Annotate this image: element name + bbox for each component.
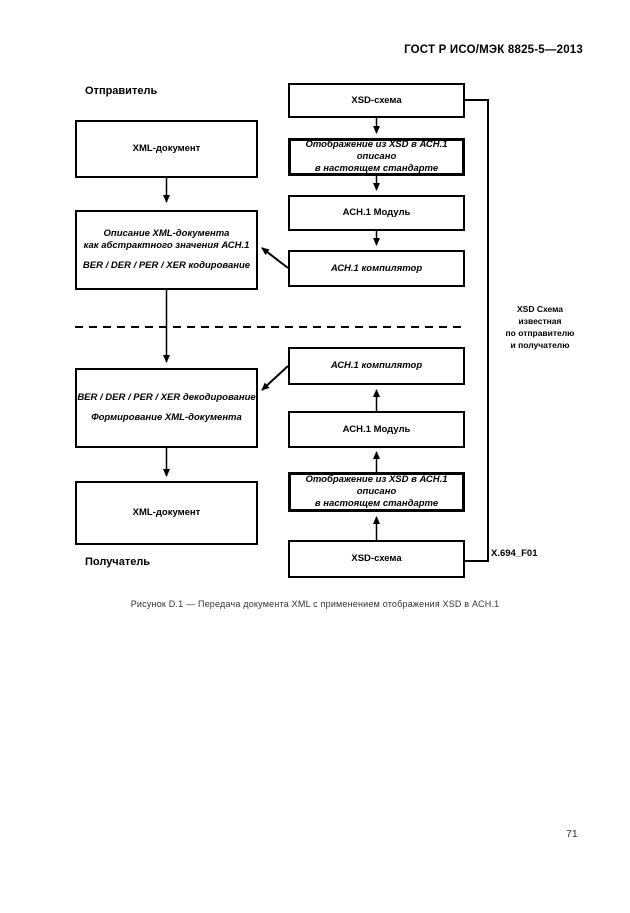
note-line: и получателю [510,340,570,350]
xsd-schema-known-note: XSD Схема известная по отправителю и пол… [487,303,593,351]
asn1-module-box-receiver: АСН.1 Модуль [288,411,465,448]
box-label: XML-документ [132,507,201,518]
box-label: АСН.1 Модуль [342,207,411,218]
description-encoding-box: Описание XML-документа как абстрактного … [75,210,258,290]
arrow-compiler-to-decode-diagonal [261,365,289,391]
box-label: XSD-схема [351,553,402,564]
box-line: BER / DER / PER / XER кодирование [82,260,251,271]
asn1-module-box-sender: АСН.1 Модуль [288,195,465,231]
box-line: в настоящем стандарте [314,498,439,509]
box-label: XML-документ [132,143,201,154]
xsd-to-asn1-mapping-box-receiver: Отображение из XSD в АСН.1 описано в нас… [288,472,465,512]
figure-reference-code: X.694_F01 [491,548,538,559]
xml-document-box-sender: XML-документ [75,120,258,178]
box-label: АСН.1 Модуль [342,423,411,435]
xsd-shared-connector-line [465,99,489,562]
box-label: АСН.1 компилятор [330,262,423,274]
receiver-label: Получатель [85,556,151,568]
box-label: XSD-схема [351,94,402,106]
asn1-compiler-box-receiver: АСН.1 компилятор [288,347,465,385]
box-line: Формирование XML-документа [91,412,242,423]
asn1-compiler-box-sender: АСН.1 компилятор [288,250,465,287]
box-line: Отображение из XSD в АСН.1 описано [305,474,448,497]
note-line: XSD Схема [516,304,563,314]
note-line: известная [518,316,562,326]
sender-label: Отправитель [85,85,158,97]
xsd-to-asn1-mapping-box-sender: Отображение из XSD в АСН.1 описано в нас… [288,138,465,176]
decoding-forming-box: BER / DER / PER / XER декодирование Форм… [75,368,258,448]
box-line: BER / DER / PER / XER декодирование [77,392,256,403]
xsd-schema-box-receiver: XSD-схема [288,540,465,578]
box-line: Описание XML-документа [103,228,230,239]
box-line: в настоящем стандарте [314,163,439,174]
xsd-schema-box-sender: XSD-схема [288,83,465,118]
figure-caption: Рисунок D.1 — Передача документа XML с п… [130,599,500,609]
page-number: 71 [566,828,578,840]
arrow-compiler-to-description-diagonal [261,247,289,269]
xml-document-box-receiver: XML-документ [75,481,258,545]
box-label: АСН.1 компилятор [330,360,423,371]
note-line: по отправителю [505,328,575,338]
standard-header: ГОСТ Р ИСО/МЭК 8825-5—2013 [404,44,583,56]
box-line: как абстрактного значения АСН.1 [83,240,250,251]
box-line: Отображение из XSD в АСН.1 описано [305,139,448,162]
